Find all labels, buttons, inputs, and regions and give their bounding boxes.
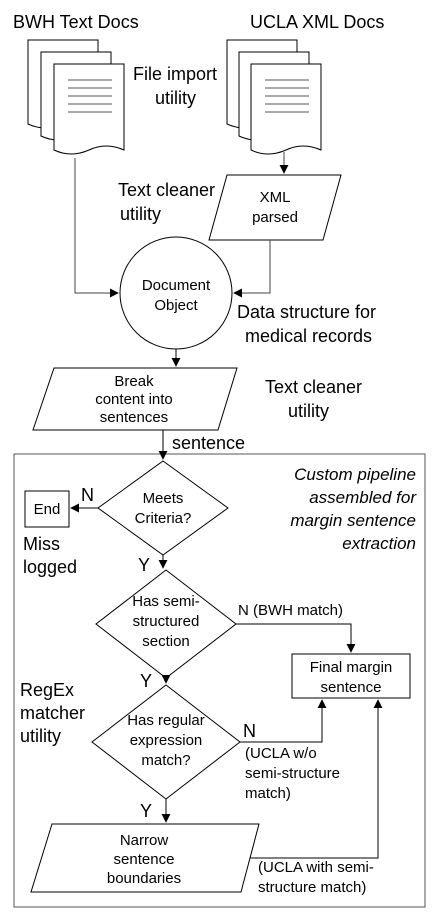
end-node [24,490,70,528]
pipeline-caption-line1: Custom pipeline [294,465,416,484]
regex-label-line2: matcher [20,703,85,723]
pipeline-caption-line3: margin sentence [290,511,416,530]
edge-label-y3: Y [140,801,152,821]
text-cleaner-mid-line1: Text cleaner [265,377,362,397]
edge-xml-to-document [233,240,271,298]
final-margin-line2: sentence [321,679,382,696]
meets-criteria-node [97,460,229,556]
has-semi-line1: Has semi- [132,593,200,610]
miss-logged-line1: Miss [23,534,60,554]
regex-label-line3: utility [20,726,61,746]
edge-label-y2: Y [140,671,152,691]
data-structure-line2: medical records [245,326,372,346]
xml-parsed-line1: XML [260,189,291,206]
edge-label-n3: N [243,721,256,741]
break-content-line3: sentences [100,409,168,426]
document-object-line1: Document [142,277,211,294]
sentence-label: sentence [172,433,245,453]
custom-pipeline-frame [13,453,426,908]
has-semi-line3: section [142,633,190,650]
text-cleaner-mid-line2: utility [288,401,329,421]
narrow-line2: sentence [114,851,175,868]
edge-bwh-to-document [74,158,119,298]
meets-criteria-line2: Criteria? [135,510,192,527]
xml-parsed-line2: parsed [252,209,298,226]
regex-label-line1: RegEx [20,680,74,700]
meets-criteria-line1: Meets [143,490,184,507]
edge-label-ucla-wo-1: (UCLA w/o [245,745,317,762]
pipeline-caption-line4: extraction [342,534,416,553]
has-semi-line2: structured [133,613,200,630]
pipeline-caption-line2: assembled for [309,488,417,507]
edge-semi-to-final [236,623,356,653]
edge-label-ucla-wo-3: match) [245,785,291,802]
bwh-documents-icon [27,39,125,155]
edge-regex-to-final [240,699,327,743]
edge-label-n1: N [81,485,94,505]
ucla-docs-title: UCLA XML Docs [250,12,384,32]
miss-logged-line2: logged [23,557,77,577]
final-margin-sentence-node [291,653,411,699]
narrow-line1: Narrow [120,832,169,849]
edge-label-ucla-with-1: (UCLA with semi- [258,859,374,876]
edge-label-y1: Y [138,555,150,575]
bwh-docs-title: BWH Text Docs [13,12,139,32]
data-structure-line1: Data structure for [237,302,376,322]
final-margin-line1: Final margin [310,659,393,676]
file-import-label-line2: utility [155,88,196,108]
end-label: End [34,501,61,518]
edge-narrow-to-final [250,699,383,859]
xml-parsed-node [208,174,342,241]
has-regex-line2: expression [130,732,203,749]
has-regex-line1: Has regular [127,712,205,729]
file-import-label-line1: File import [133,64,217,84]
edge-label-ucla-with-2: structure match) [258,879,366,896]
edge-label-n2: N (BWH match) [238,602,343,619]
document-object-line2: Object [154,297,198,314]
text-cleaner-top-line1: Text cleaner [118,180,215,200]
has-regex-line3: match? [141,752,190,769]
text-cleaner-top-line2: utility [120,204,161,224]
ucla-documents-icon [226,39,322,155]
break-content-line1: Break [114,373,154,390]
break-content-node [32,367,238,431]
narrow-boundaries-node [30,823,260,893]
narrow-line3: boundaries [107,870,181,887]
break-content-line2: content into [95,391,173,408]
edge-label-ucla-wo-2: semi-structure [245,765,340,782]
